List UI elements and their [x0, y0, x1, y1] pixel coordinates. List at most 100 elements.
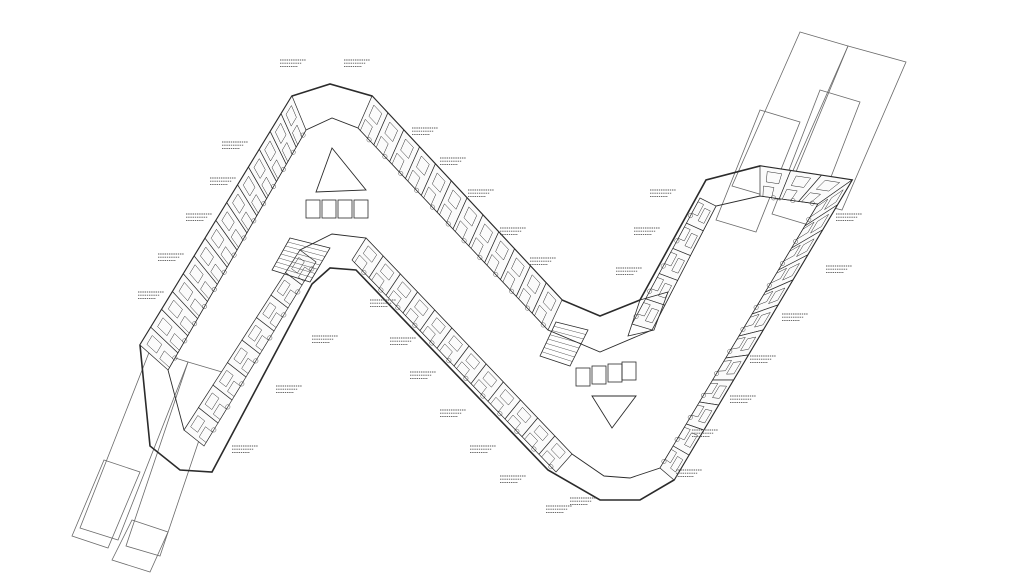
courtyard-upper	[315, 147, 367, 193]
room-label	[616, 267, 642, 275]
unit	[712, 354, 749, 381]
door-swing	[809, 200, 815, 206]
bathroom	[405, 307, 419, 324]
door-swing	[192, 321, 198, 327]
bathroom	[241, 357, 255, 374]
bed	[219, 369, 234, 388]
bed	[448, 335, 463, 352]
bed	[542, 291, 557, 312]
bathroom	[704, 383, 719, 395]
bed	[368, 104, 383, 126]
bathroom	[455, 220, 468, 240]
room-label	[500, 227, 526, 235]
bathroom	[717, 360, 733, 372]
door-swing	[202, 304, 207, 309]
stair-outline	[539, 321, 589, 367]
bed	[516, 406, 532, 424]
bathroom	[422, 325, 436, 342]
room-label	[370, 299, 396, 307]
door-swing	[660, 263, 666, 269]
door-swing	[497, 411, 503, 417]
stair-tread	[280, 253, 321, 266]
bed	[264, 140, 276, 162]
bed	[698, 409, 713, 424]
stair-tread	[553, 326, 586, 335]
room-label	[222, 141, 248, 149]
bathroom	[169, 333, 185, 351]
stair-outline	[627, 291, 669, 337]
parking-slab	[111, 519, 169, 573]
door-swing	[445, 221, 451, 227]
bed	[684, 232, 698, 249]
door-swing	[525, 305, 530, 311]
bathroom	[664, 251, 678, 267]
bathroom	[230, 228, 244, 248]
bed	[400, 138, 414, 159]
door-swing	[688, 213, 693, 219]
balcony-module	[305, 199, 321, 219]
door-swing	[211, 287, 217, 292]
unit	[538, 435, 573, 473]
room-label	[676, 469, 702, 477]
door-swing	[687, 414, 693, 420]
bathroom	[210, 263, 224, 283]
room-label	[782, 313, 808, 321]
door-swing	[674, 238, 680, 244]
bed	[790, 175, 812, 188]
bed	[204, 392, 220, 410]
bathroom	[756, 290, 774, 306]
stair-tread	[274, 265, 313, 278]
unit-outline	[659, 445, 690, 481]
bed	[447, 189, 462, 210]
bathroom	[354, 254, 368, 272]
door-swing	[172, 355, 178, 361]
stair-tread	[541, 351, 573, 362]
bathroom	[470, 237, 484, 257]
bathroom	[391, 152, 405, 173]
bed	[499, 389, 515, 406]
bed	[233, 347, 248, 365]
stair-core	[627, 291, 669, 337]
door-swing	[251, 218, 257, 224]
door-swing	[309, 266, 315, 272]
bed	[416, 155, 430, 176]
bathroom	[796, 221, 815, 240]
parking-slab	[731, 31, 849, 201]
door-swing	[780, 260, 785, 266]
door-swing	[378, 287, 384, 293]
bathroom	[678, 426, 691, 441]
door-swing	[281, 312, 287, 318]
bathroom	[664, 448, 677, 464]
door-swing	[446, 358, 452, 364]
bathroom	[650, 277, 664, 292]
door-swing	[241, 235, 247, 241]
room-label	[440, 157, 466, 165]
room-label	[312, 335, 338, 343]
bed	[285, 104, 297, 127]
bed	[526, 274, 541, 295]
door-swing	[540, 322, 546, 328]
door-swing	[300, 132, 306, 138]
bathroom	[220, 246, 234, 266]
unit-outline	[698, 379, 734, 406]
balcony-module	[591, 365, 607, 385]
balcony-module	[607, 363, 623, 383]
unit-outline	[280, 95, 307, 148]
parking-layer	[71, 31, 907, 573]
bathroom	[271, 159, 283, 180]
room-label	[500, 475, 526, 483]
room-label	[390, 337, 416, 345]
unit	[280, 95, 307, 148]
courtyard-lower	[591, 395, 637, 429]
room-label	[650, 189, 676, 197]
bathroom	[407, 169, 421, 190]
bathroom	[227, 380, 241, 397]
room-label	[210, 177, 236, 185]
unit	[531, 282, 563, 331]
bathroom	[781, 189, 798, 201]
door-swing	[429, 340, 435, 346]
stair-tread	[545, 343, 577, 353]
bed	[550, 442, 566, 459]
stair-tread	[549, 334, 582, 344]
bathroom	[456, 361, 470, 377]
